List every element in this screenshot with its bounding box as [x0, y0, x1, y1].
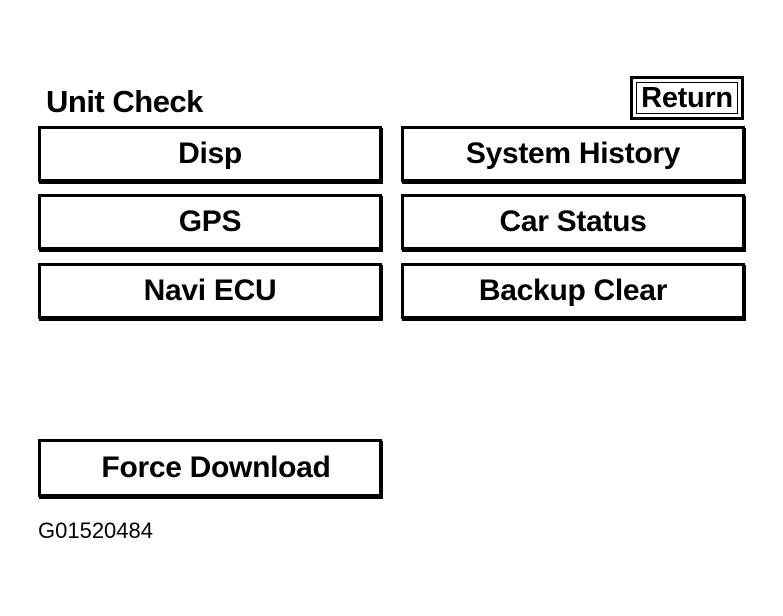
- return-button-label: Return: [636, 82, 738, 114]
- system-history-button[interactable]: System History: [401, 126, 745, 182]
- disp-button[interactable]: Disp: [38, 126, 382, 182]
- navi-ecu-button[interactable]: Navi ECU: [38, 263, 382, 319]
- force-download-button[interactable]: Force Download: [38, 439, 382, 497]
- navi-ecu-button-label: Navi ECU: [143, 274, 277, 307]
- car-status-button-label: Car Status: [499, 205, 647, 238]
- gps-button-label: GPS: [178, 205, 242, 238]
- gps-button[interactable]: GPS: [38, 194, 382, 250]
- car-status-button[interactable]: Car Status: [401, 194, 745, 250]
- disp-button-label: Disp: [178, 137, 242, 170]
- figure-code: G01520484: [38, 518, 153, 543]
- backup-clear-button[interactable]: Backup Clear: [401, 263, 745, 319]
- page-title: Unit Check: [46, 84, 203, 119]
- return-button[interactable]: Return: [630, 76, 744, 120]
- backup-clear-button-label: Backup Clear: [478, 274, 668, 307]
- system-history-button-label: System History: [465, 137, 681, 170]
- force-download-button-label: Force Download: [101, 451, 331, 484]
